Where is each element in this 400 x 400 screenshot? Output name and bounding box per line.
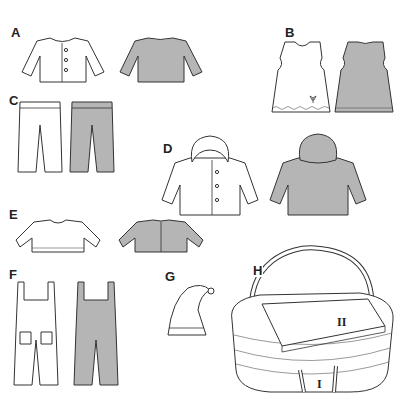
part-number: I — [316, 378, 323, 390]
view-letter: B — [284, 26, 295, 39]
shirt-front — [16, 220, 100, 252]
part-number: II — [336, 316, 347, 328]
dress-back — [335, 42, 393, 112]
view-letter: A — [10, 26, 21, 39]
shirt-back — [119, 220, 203, 252]
pants-back — [70, 102, 114, 172]
hooded-jacket-front — [162, 136, 258, 215]
pointed-hat — [168, 285, 214, 335]
overalls-front — [14, 282, 58, 385]
moses-basket — [232, 248, 394, 392]
view-letter: H — [252, 264, 263, 277]
overalls-back — [74, 282, 118, 385]
jacket-back — [120, 38, 202, 82]
view-letter: E — [8, 208, 19, 221]
view-letter: C — [8, 94, 19, 107]
hooded-jacket-back — [270, 134, 366, 215]
dress-front — [272, 42, 330, 112]
view-letter: D — [162, 142, 173, 155]
view-letter: F — [8, 268, 18, 281]
view-letter: G — [164, 270, 176, 283]
pants-front — [18, 102, 62, 172]
jacket-front — [22, 38, 104, 82]
